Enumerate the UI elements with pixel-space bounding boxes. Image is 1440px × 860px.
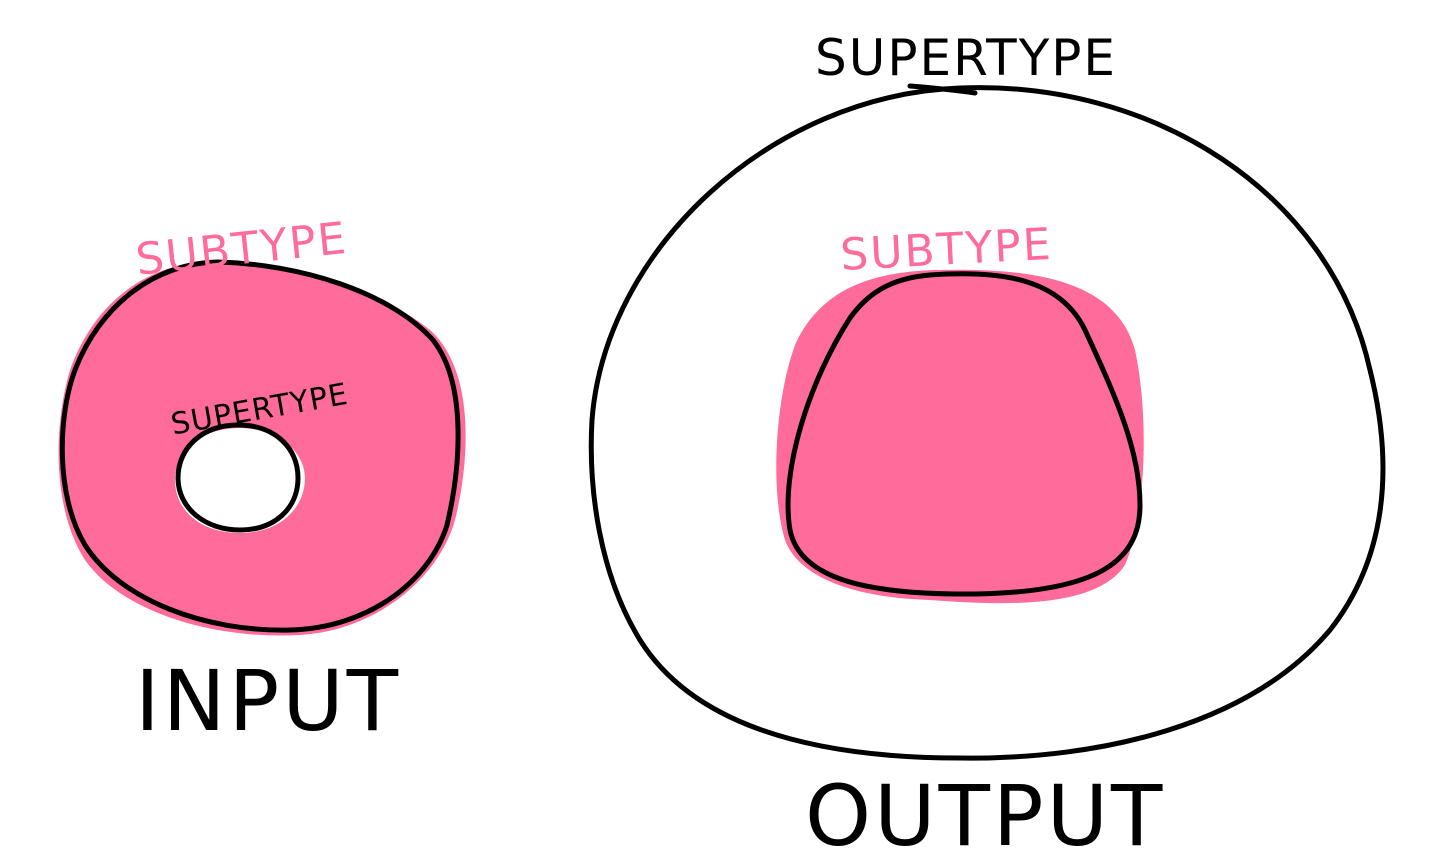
output-supertype-label: SUPERTYPE bbox=[815, 29, 1117, 87]
input-subtype-region bbox=[58, 262, 466, 636]
output-subtype-region bbox=[776, 269, 1144, 604]
output-diagram: SUPERTYPE SUBTYPE OUTPUT bbox=[588, 29, 1386, 860]
output-subtype-outline bbox=[785, 271, 1143, 597]
output-label-underline bbox=[907, 83, 978, 96]
output-caption: OUTPUT bbox=[805, 767, 1165, 860]
input-supertype-region bbox=[175, 422, 301, 533]
output-supertype-outline bbox=[588, 85, 1386, 761]
input-subtype-outline bbox=[59, 259, 461, 633]
input-caption: INPUT bbox=[135, 652, 401, 750]
output-subtype-label: SUBTYPE bbox=[839, 219, 1054, 281]
input-diagram: SUBTYPE SUPERTYPE INPUT bbox=[58, 213, 466, 750]
